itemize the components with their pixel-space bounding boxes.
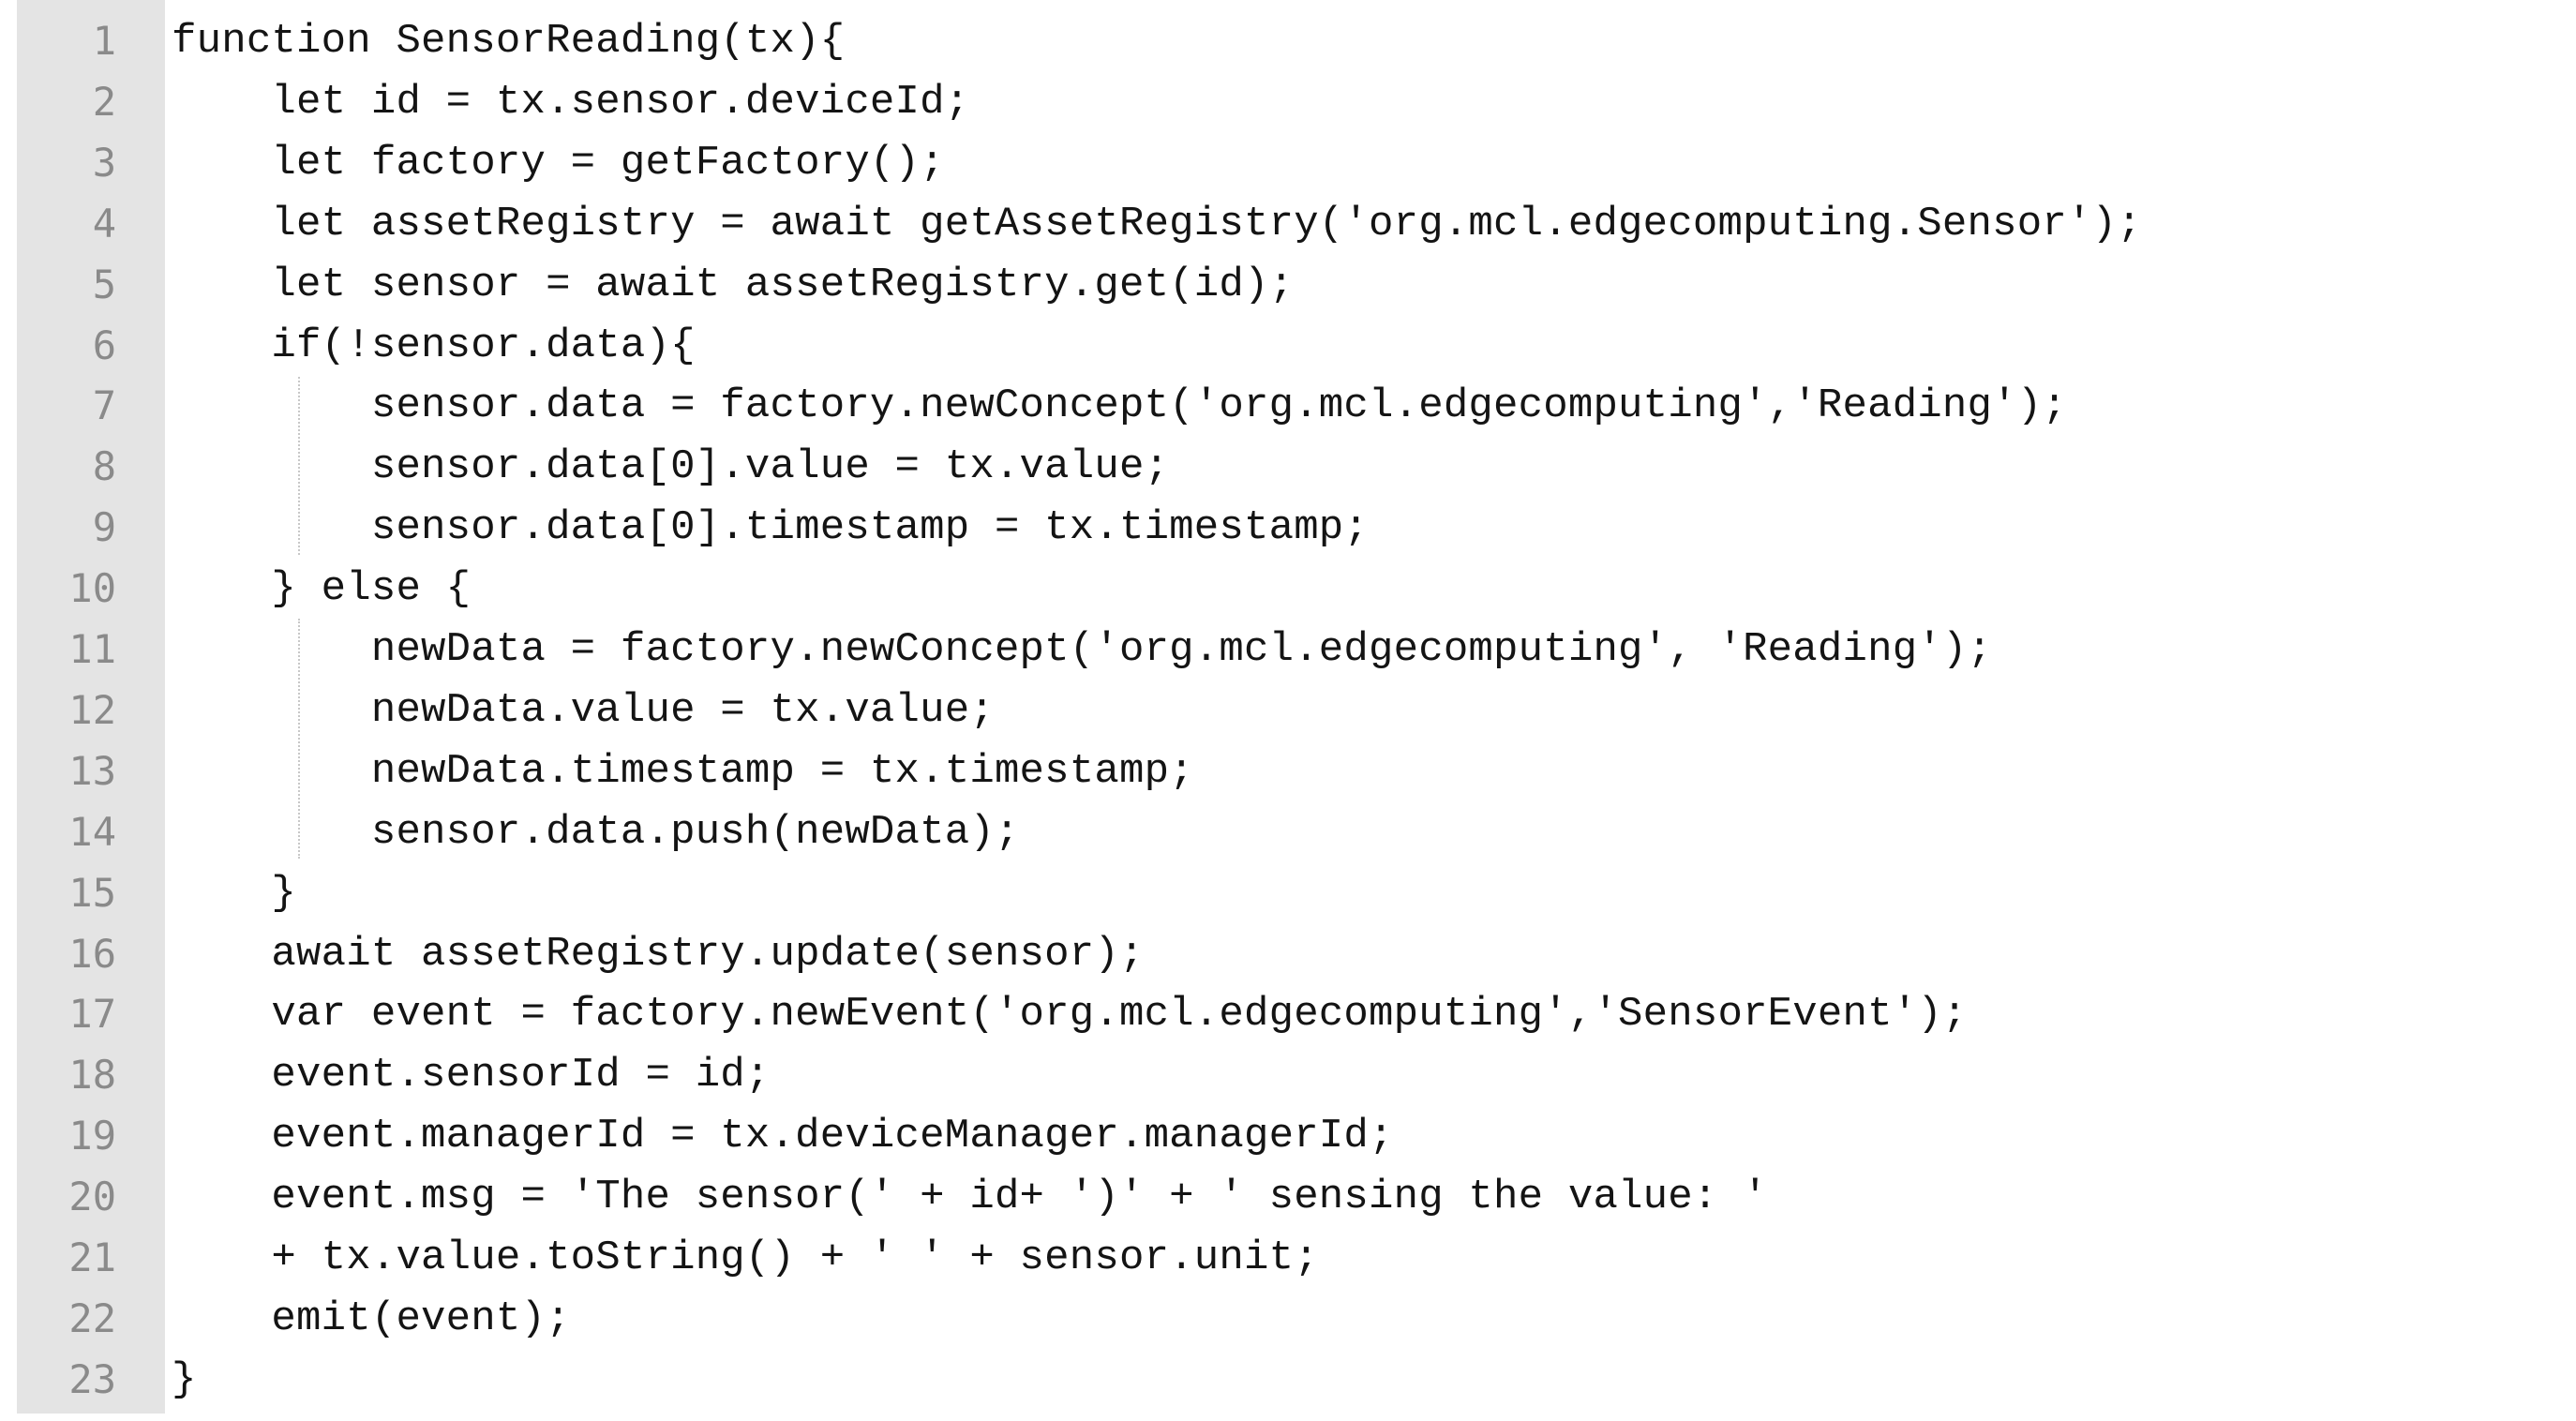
code-text[interactable]: let id = tx.sensor.deviceId;	[172, 78, 970, 126]
line-number: 13	[68, 747, 116, 794]
line-number: 22	[68, 1294, 116, 1341]
line-number: 4	[92, 200, 116, 247]
line-number: 2	[92, 78, 116, 125]
code-text[interactable]: }	[172, 1355, 197, 1403]
code-line[interactable]: 5 let sensor = await assetRegistry.get(i…	[0, 255, 2576, 315]
code-line[interactable]: 9 sensor.data[0].timestamp = tx.timestam…	[0, 498, 2576, 558]
code-line[interactable]: 19 event.managerId = tx.deviceManager.ma…	[0, 1106, 2576, 1166]
code-text[interactable]: event.sensorId = id;	[172, 1052, 771, 1099]
code-text[interactable]: let assetRegistry = await getAssetRegist…	[172, 200, 2142, 247]
line-number: 1	[92, 18, 116, 64]
code-text[interactable]: emit(event);	[172, 1294, 571, 1342]
code-text[interactable]: sensor.data[0].timestamp = tx.timestamp;	[172, 504, 1370, 552]
code-text[interactable]: event.msg = 'The sensor(' + id+ ')' + ' …	[172, 1174, 1768, 1221]
line-number-gutter	[17, 0, 165, 1414]
code-line[interactable]: 6 if(!sensor.data){	[0, 316, 2576, 376]
code-line[interactable]: 4 let assetRegistry = await getAssetRegi…	[0, 194, 2576, 254]
code-text[interactable]: let factory = getFactory();	[172, 139, 945, 187]
code-text[interactable]: newData.timestamp = tx.timestamp;	[172, 747, 1194, 795]
line-number: 8	[92, 443, 116, 490]
line-number: 11	[68, 626, 116, 672]
code-text[interactable]: + tx.value.toString() + ' ' + sensor.uni…	[172, 1234, 1319, 1281]
line-number: 17	[68, 991, 116, 1038]
code-line[interactable]: 3 let factory = getFactory();	[0, 133, 2576, 193]
line-number: 7	[92, 382, 116, 429]
code-line[interactable]: 15 }	[0, 863, 2576, 923]
code-line[interactable]: 17 var event = factory.newEvent('org.mcl…	[0, 984, 2576, 1044]
code-line[interactable]: 11 newData = factory.newConcept('org.mcl…	[0, 620, 2576, 680]
line-number: 6	[92, 322, 116, 368]
code-line[interactable]: 13 newData.timestamp = tx.timestamp;	[0, 741, 2576, 801]
indent-guide-else-block	[298, 619, 300, 859]
code-text[interactable]: sensor.data.push(newData);	[172, 808, 1020, 856]
code-text[interactable]: if(!sensor.data){	[172, 322, 696, 369]
line-number: 16	[68, 930, 116, 977]
code-line[interactable]: 10 } else {	[0, 559, 2576, 619]
code-line[interactable]: 18 event.sensorId = id;	[0, 1045, 2576, 1105]
code-line[interactable]: 16 await assetRegistry.update(sensor);	[0, 924, 2576, 984]
code-text[interactable]: let sensor = await assetRegistry.get(id)…	[172, 261, 1295, 308]
code-line[interactable]: 2 let id = tx.sensor.deviceId;	[0, 72, 2576, 132]
line-number: 23	[68, 1355, 116, 1402]
line-number: 15	[68, 869, 116, 916]
code-text[interactable]: var event = factory.newEvent('org.mcl.ed…	[172, 991, 1968, 1039]
line-number: 14	[68, 808, 116, 855]
line-number: 20	[68, 1174, 116, 1220]
indent-guide-if-block	[298, 377, 300, 555]
code-text[interactable]: }	[172, 869, 297, 917]
code-line[interactable]: 14 sensor.data.push(newData);	[0, 802, 2576, 862]
line-number: 19	[68, 1113, 116, 1159]
code-text[interactable]: await assetRegistry.update(sensor);	[172, 930, 1145, 978]
code-line[interactable]: 8 sensor.data[0].value = tx.value;	[0, 437, 2576, 497]
line-number: 9	[92, 504, 116, 551]
code-text[interactable]: event.managerId = tx.deviceManager.manag…	[172, 1113, 1394, 1160]
line-number: 5	[92, 261, 116, 307]
code-line[interactable]: 20 event.msg = 'The sensor(' + id+ ')' +…	[0, 1167, 2576, 1227]
line-number: 12	[68, 686, 116, 733]
code-line[interactable]: 1 function SensorReading(tx){	[0, 11, 2576, 71]
code-text[interactable]: sensor.data[0].value = tx.value;	[172, 443, 1170, 491]
line-number: 10	[68, 565, 116, 612]
code-line[interactable]: 22 emit(event);	[0, 1289, 2576, 1349]
code-text[interactable]: function SensorReading(tx){	[172, 18, 846, 65]
code-line[interactable]: 7 sensor.data = factory.newConcept('org.…	[0, 376, 2576, 436]
code-line[interactable]: 23}	[0, 1350, 2576, 1410]
line-number: 3	[92, 139, 116, 186]
code-text[interactable]: sensor.data = factory.newConcept('org.mc…	[172, 382, 2067, 430]
code-text[interactable]: newData.value = tx.value;	[172, 686, 995, 734]
code-text[interactable]: newData = factory.newConcept('org.mcl.ed…	[172, 626, 1993, 673]
line-number: 18	[68, 1052, 116, 1099]
code-text[interactable]: } else {	[172, 565, 472, 613]
code-line[interactable]: 21 + tx.value.toString() + ' ' + sensor.…	[0, 1228, 2576, 1288]
line-number: 21	[68, 1234, 116, 1280]
code-line[interactable]: 12 newData.value = tx.value;	[0, 681, 2576, 740]
